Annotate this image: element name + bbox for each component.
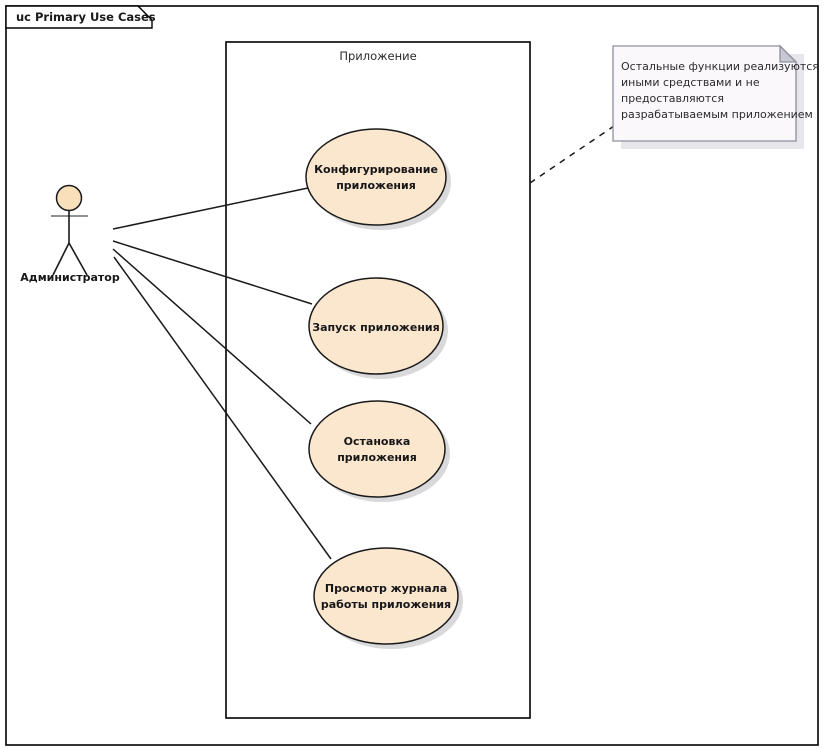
use-case-label-line-2: приложения (336, 179, 416, 192)
note-text-line-1: Остальные функции реализуются (621, 60, 819, 73)
use-case-view-log[interactable]: Просмотр журнала работы приложения (313, 547, 463, 649)
use-case-start[interactable]: Запуск приложения (308, 277, 448, 379)
system-boundary-label: Приложение (339, 49, 416, 63)
use-case-label-line-2: работы приложения (321, 598, 451, 611)
association-stop (112, 248, 312, 425)
use-case-label-line-1: Запуск приложения (312, 321, 439, 334)
note-text-line-3: предоставляются (621, 92, 724, 105)
actor-label: Администратор (20, 271, 120, 284)
use-case-ellipse (305, 128, 447, 226)
use-case-stop[interactable]: Остановка приложения (308, 400, 450, 502)
use-case-label-line-1: Просмотр журнала (325, 582, 447, 595)
association-configure (112, 187, 309, 230)
note-comment[interactable]: Остальные функции реализуются иными сред… (612, 44, 819, 149)
note-body (612, 45, 797, 142)
note-text-line-4: разрабатываемым приложением (621, 108, 813, 121)
note-anchor-line (529, 125, 615, 184)
actor-head-icon (55, 184, 83, 212)
use-case-ellipse (308, 400, 446, 498)
use-case-label-line-1: Конфигурирование (314, 163, 438, 176)
use-case-configure[interactable]: Конфигурирование приложения (305, 128, 451, 230)
association-lines (112, 187, 332, 560)
actor-administrator[interactable]: Администратор (20, 184, 120, 285)
actor-right-leg-icon (68, 242, 88, 276)
use-case-label-line-1: Остановка (344, 435, 411, 448)
association-view-log (113, 256, 332, 560)
note-fold-icon (779, 44, 798, 63)
association-start (112, 240, 313, 305)
actor-left-leg-icon (52, 242, 70, 276)
use-case-ellipse (308, 277, 444, 375)
use-case-label-line-2: приложения (337, 451, 417, 464)
frame-title-tab (5, 5, 153, 29)
frame-title-label: uc Primary Use Cases (16, 10, 156, 24)
use-case-ellipse (313, 547, 459, 645)
note-text-line-2: иными средствами и не (621, 76, 760, 89)
